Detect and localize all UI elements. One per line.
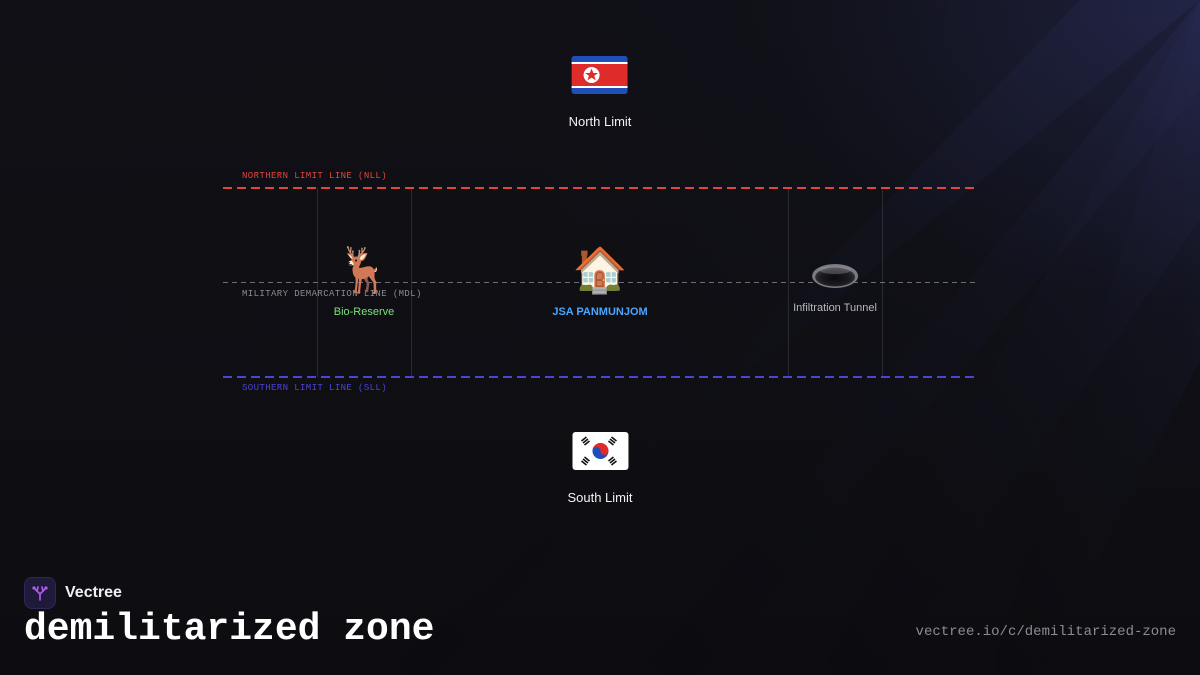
- sll-label: SOUTHERN LIMIT LINE (SLL): [242, 383, 388, 393]
- brand-name: Vectree: [65, 584, 122, 601]
- bio-reserve-node: 🦌 Bio-Reserve: [333, 245, 395, 319]
- south-limit-node: South Limit: [567, 426, 633, 505]
- brand[interactable]: Vectree: [24, 577, 122, 609]
- south-limit-label: South Limit: [567, 490, 633, 505]
- south-korea-flag-icon: [571, 432, 628, 470]
- jsa-panmunjom-label: JSA PANMUNJOM: [552, 306, 648, 318]
- infiltration-tunnel-label: Infiltration Tunnel: [793, 302, 877, 314]
- vectree-logo-icon: [24, 577, 56, 609]
- bio-reserve-label: Bio-Reserve: [333, 306, 395, 318]
- north-limit-label: North Limit: [568, 114, 632, 129]
- hole-icon: [812, 264, 858, 288]
- house-icon: 🏠: [572, 245, 628, 296]
- deer-icon: 🦌: [336, 245, 392, 296]
- north-limit-node: North Limit: [568, 50, 632, 129]
- page-title: demilitarized zone: [24, 608, 435, 651]
- mdl-label: MILITARY DEMARCATION LINE (MDL): [242, 289, 422, 299]
- north-korea-flag-icon: [571, 56, 628, 94]
- jsa-panmunjom-node: 🏠 JSA PANMUNJOM: [552, 245, 648, 319]
- infiltration-tunnel-node: Infiltration Tunnel: [793, 246, 877, 314]
- nll-label: NORTHERN LIMIT LINE (NLL): [242, 171, 388, 181]
- page-url[interactable]: vectree.io/c/demilitarized-zone: [915, 624, 1176, 640]
